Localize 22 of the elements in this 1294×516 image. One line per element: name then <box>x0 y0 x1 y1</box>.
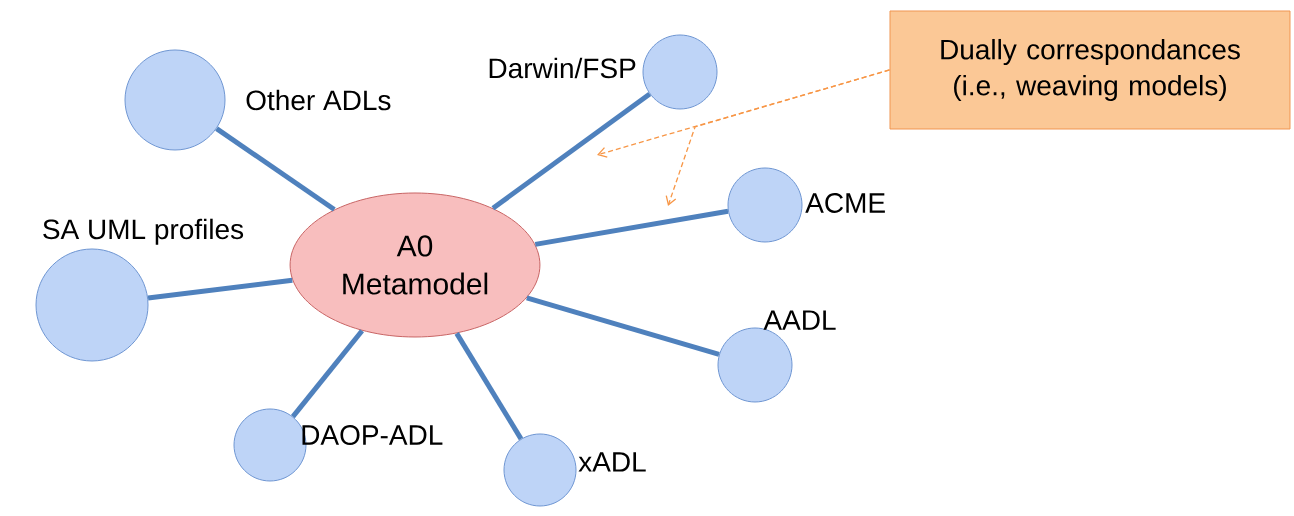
connector-line <box>526 295 720 357</box>
leader-arrow <box>665 69 891 206</box>
circle-node <box>35 248 149 362</box>
connector-line <box>215 126 336 212</box>
connector-line <box>290 329 364 419</box>
circle-node <box>124 49 226 151</box>
connector-line <box>147 277 293 301</box>
connector-line <box>491 92 652 211</box>
connector-line <box>534 208 729 247</box>
node-label: Other ADLs <box>246 89 391 111</box>
node-label: SA UML profiles <box>43 218 244 245</box>
circle-node <box>503 433 577 507</box>
node-label: xADL <box>578 452 646 472</box>
node-label: DAOP-ADL <box>302 425 443 445</box>
node-label: Darwin/FSP <box>489 57 636 79</box>
circle-node <box>727 167 803 243</box>
callout-box: Dually correspondances (i.e., weaving models) <box>889 10 1291 130</box>
node-label: AADL <box>763 310 836 330</box>
connector-line <box>454 332 524 441</box>
node-label: ACME <box>805 193 885 213</box>
circle-node <box>642 34 718 110</box>
ellipse-node: A0 Metamodel <box>289 192 541 338</box>
